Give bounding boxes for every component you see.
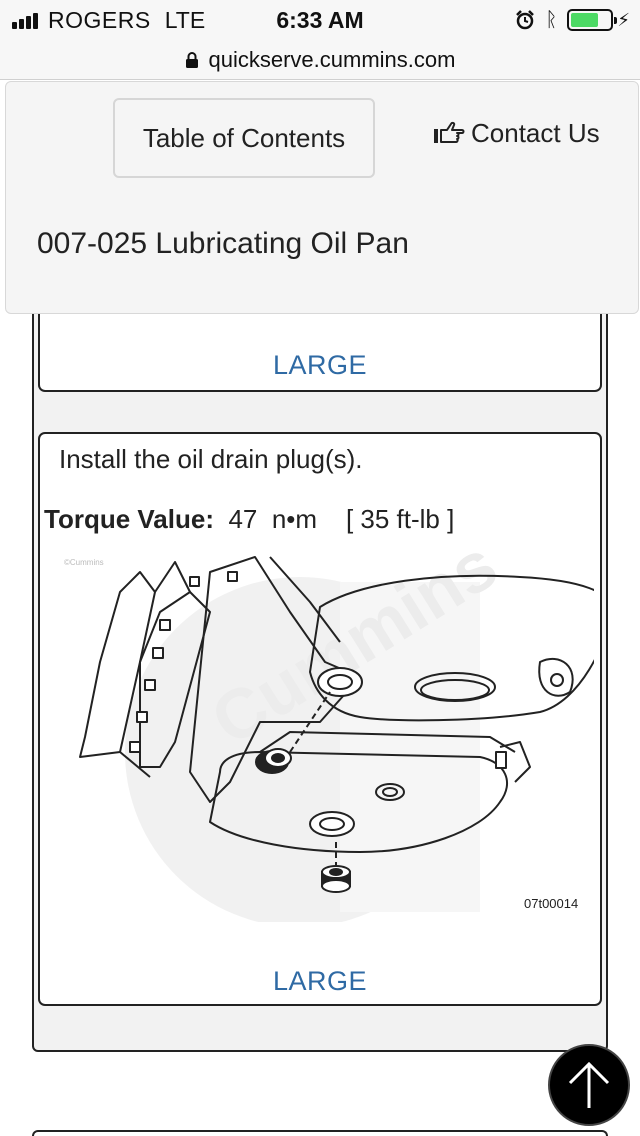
lock-icon: [185, 51, 198, 68]
contact-us-label: Contact Us: [471, 118, 600, 148]
next-procedure-section: [32, 1130, 608, 1136]
procedure-step: LARGE: [38, 300, 602, 392]
arrow-up-icon: [568, 1061, 610, 1108]
step-instruction: Install the oil drain plug(s).: [59, 444, 363, 474]
document-header: Table of Contents Contact Us 007-025 Lub…: [5, 81, 639, 314]
large-image-link[interactable]: LARGE: [272, 350, 368, 380]
charging-icon: ⚡: [617, 9, 630, 30]
page-title: 007-025 Lubricating Oil Pan: [37, 227, 409, 260]
signal-icon: [12, 11, 40, 29]
contact-us-link[interactable]: Contact Us: [433, 118, 600, 149]
torque-imperial: [ 35 ft-lb ]: [345, 504, 455, 534]
bluetooth-icon: ᚱ: [545, 8, 558, 31]
torque-metric: 47 n•m: [228, 504, 318, 534]
alarm-icon: [516, 10, 535, 30]
battery-icon: [567, 9, 618, 31]
status-bar: ROGERS LTE 6:33 AM ᚱ ⚡: [0, 0, 640, 40]
scroll-to-top-button[interactable]: [548, 1044, 630, 1126]
torque-value: Torque Value: 47 n•m [ 35 ft-lb ]: [44, 504, 454, 535]
torque-label: Torque Value:: [44, 504, 214, 534]
figure-watermark: ©Cummins: [64, 558, 104, 567]
procedure-step: Install the oil drain plug(s). Torque Va…: [38, 432, 602, 1006]
url-bar[interactable]: quickserve.cummins.com: [0, 40, 640, 80]
status-time: 6:33 AM: [276, 7, 364, 33]
figure-code: 07t00014: [524, 896, 579, 911]
carrier-name: ROGERS: [48, 6, 151, 33]
table-of-contents-button[interactable]: Table of Contents: [113, 98, 375, 178]
battery-fill: [571, 13, 598, 27]
status-left: ROGERS LTE: [12, 6, 206, 33]
large-image-link[interactable]: LARGE: [272, 966, 368, 996]
status-right: ᚱ ⚡: [515, 8, 630, 32]
oil-pan-illustration[interactable]: Cummins: [60, 552, 594, 922]
pointing-hand-icon: [434, 121, 465, 143]
url-text[interactable]: quickserve.cummins.com: [208, 46, 456, 72]
network-type: LTE: [164, 6, 206, 33]
